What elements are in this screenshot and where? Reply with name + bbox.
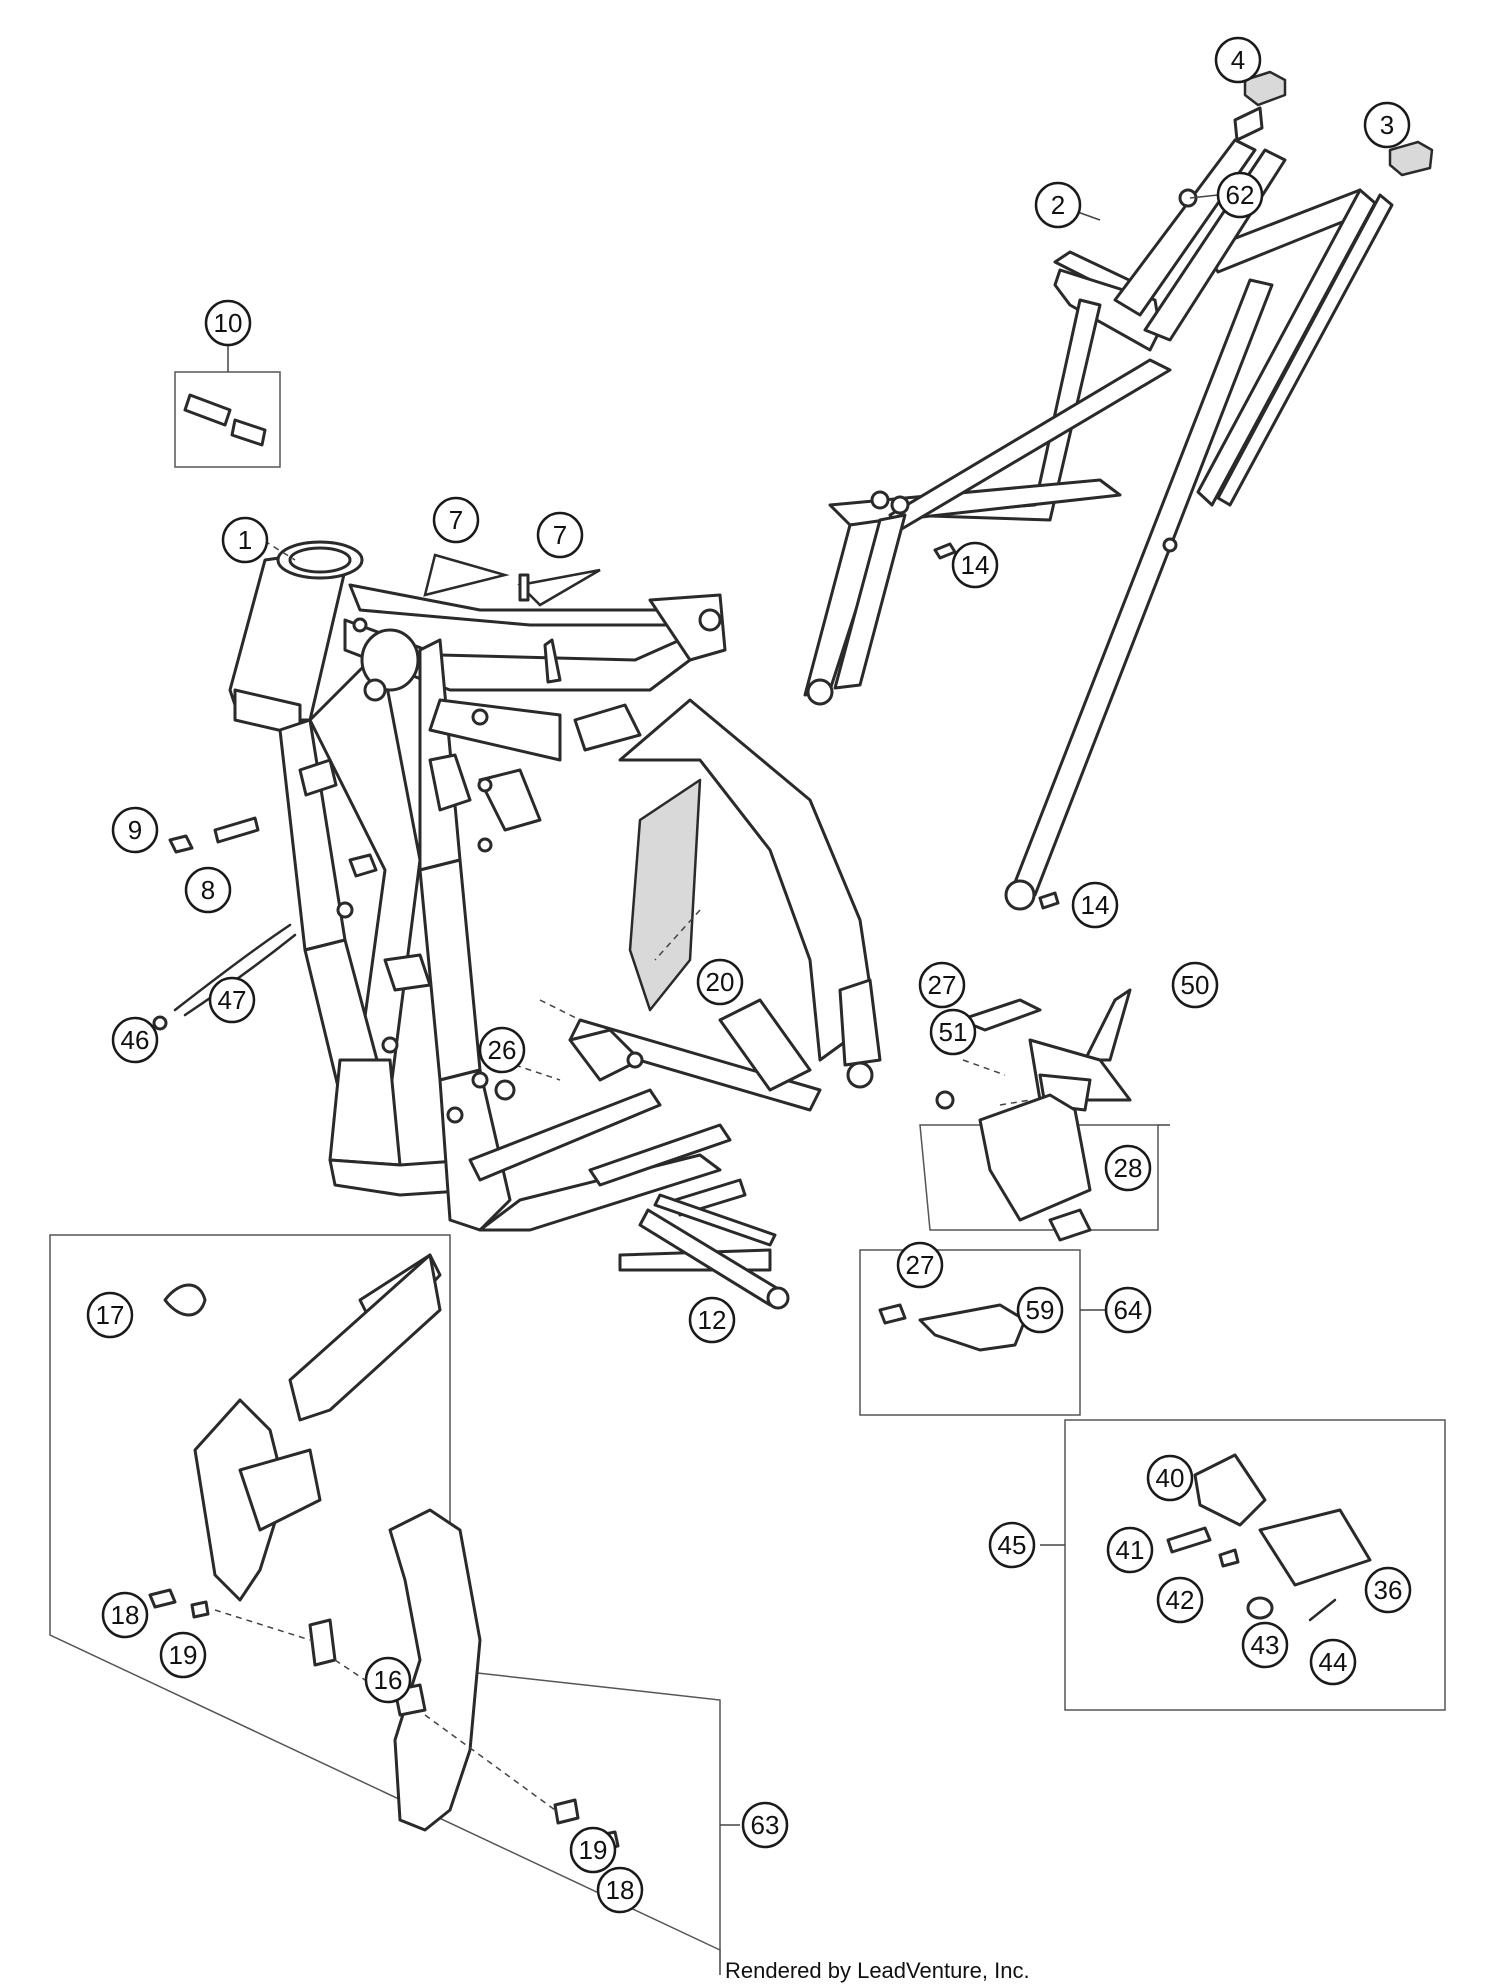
svg-text:7: 7	[553, 520, 567, 550]
svg-text:44: 44	[1319, 1647, 1348, 1677]
callout-7b: 7	[536, 511, 584, 559]
footrest-group-drawing	[1064, 1419, 1446, 1711]
callout-36: 36	[1364, 1566, 1412, 1614]
subframe-drawing	[803, 70, 1434, 911]
callout-12: 12	[688, 1296, 736, 1344]
callout-64: 64	[1104, 1286, 1152, 1334]
svg-text:19: 19	[169, 1640, 198, 1670]
svg-text:28: 28	[1114, 1153, 1143, 1183]
svg-text:63: 63	[751, 1810, 780, 1840]
svg-text:36: 36	[1374, 1575, 1403, 1605]
callout-3: 3	[1363, 101, 1411, 149]
callout-9: 9	[111, 806, 159, 854]
callout-18b: 18	[596, 1866, 644, 1914]
callout-16: 16	[364, 1656, 412, 1704]
callout-14a: 14	[951, 541, 999, 589]
svg-text:59: 59	[1026, 1295, 1055, 1325]
svg-text:14: 14	[961, 550, 990, 580]
svg-text:43: 43	[1251, 1630, 1280, 1660]
callout-26: 26	[478, 1026, 526, 1074]
svg-text:45: 45	[998, 1530, 1027, 1560]
callout-50: 50	[1171, 961, 1219, 1009]
svg-text:2: 2	[1051, 190, 1065, 220]
callout-47: 47	[208, 976, 256, 1024]
callout-8: 8	[184, 866, 232, 914]
callout-51: 51	[929, 1008, 977, 1056]
svg-text:47: 47	[218, 985, 247, 1015]
svg-text:1: 1	[238, 525, 252, 555]
callout-27a: 27	[918, 961, 966, 1009]
svg-text:8: 8	[201, 875, 215, 905]
svg-text:40: 40	[1156, 1463, 1185, 1493]
svg-text:62: 62	[1226, 180, 1255, 210]
callout-46: 46	[111, 1016, 159, 1064]
callout-18a: 18	[101, 1591, 149, 1639]
svg-text:17: 17	[96, 1300, 125, 1330]
svg-text:27: 27	[928, 970, 957, 1000]
footer-credit: Rendered by LeadVenture, Inc.	[725, 1958, 1030, 1983]
small-parts-drawing	[152, 553, 777, 1247]
svg-text:20: 20	[706, 967, 735, 997]
callout-14b: 14	[1071, 881, 1119, 929]
callout-10: 10	[204, 299, 252, 347]
svg-text:26: 26	[488, 1035, 517, 1065]
callout-59: 59	[1016, 1286, 1064, 1334]
callout-62: 62	[1216, 171, 1264, 219]
part-64-drawing	[859, 1249, 1081, 1416]
callout-41: 41	[1106, 1526, 1154, 1574]
callout-17: 17	[86, 1291, 134, 1339]
svg-text:42: 42	[1166, 1585, 1195, 1615]
svg-text:14: 14	[1081, 890, 1110, 920]
svg-text:64: 64	[1114, 1295, 1143, 1325]
callout-1: 1	[221, 516, 269, 564]
callout-19a: 19	[159, 1631, 207, 1679]
main-frame-drawing	[228, 540, 882, 1310]
callout-19b: 19	[569, 1826, 617, 1874]
svg-text:9: 9	[128, 815, 142, 845]
svg-text:51: 51	[939, 1017, 968, 1047]
svg-text:18: 18	[606, 1875, 635, 1905]
callout-28: 28	[1104, 1144, 1152, 1192]
svg-text:41: 41	[1116, 1535, 1145, 1565]
callout-42: 42	[1156, 1576, 1204, 1624]
callout-40: 40	[1146, 1454, 1194, 1502]
part-10-drawing	[174, 371, 281, 468]
svg-text:16: 16	[374, 1665, 403, 1695]
svg-text:50: 50	[1181, 970, 1210, 1000]
svg-text:12: 12	[698, 1305, 727, 1335]
svg-text:4: 4	[1231, 45, 1245, 75]
callout-20: 20	[696, 958, 744, 1006]
svg-text:27: 27	[906, 1250, 935, 1280]
callout-2: 2	[1034, 181, 1082, 229]
callout-45: 45	[988, 1521, 1036, 1569]
svg-text:7: 7	[449, 505, 463, 535]
callout-7a: 7	[432, 496, 480, 544]
frame-protector-group-drawing	[49, 1234, 721, 1952]
callout-44: 44	[1309, 1638, 1357, 1686]
callout-43: 43	[1241, 1621, 1289, 1669]
svg-text:10: 10	[214, 308, 243, 338]
svg-text:3: 3	[1380, 110, 1394, 140]
svg-text:19: 19	[579, 1835, 608, 1865]
svg-text:18: 18	[111, 1600, 140, 1630]
svg-text:46: 46	[121, 1025, 150, 1055]
callout-4: 4	[1214, 36, 1262, 84]
callout-63: 63	[741, 1801, 789, 1849]
part-50-drawing	[919, 988, 1159, 1242]
callout-27b: 27	[896, 1241, 944, 1289]
